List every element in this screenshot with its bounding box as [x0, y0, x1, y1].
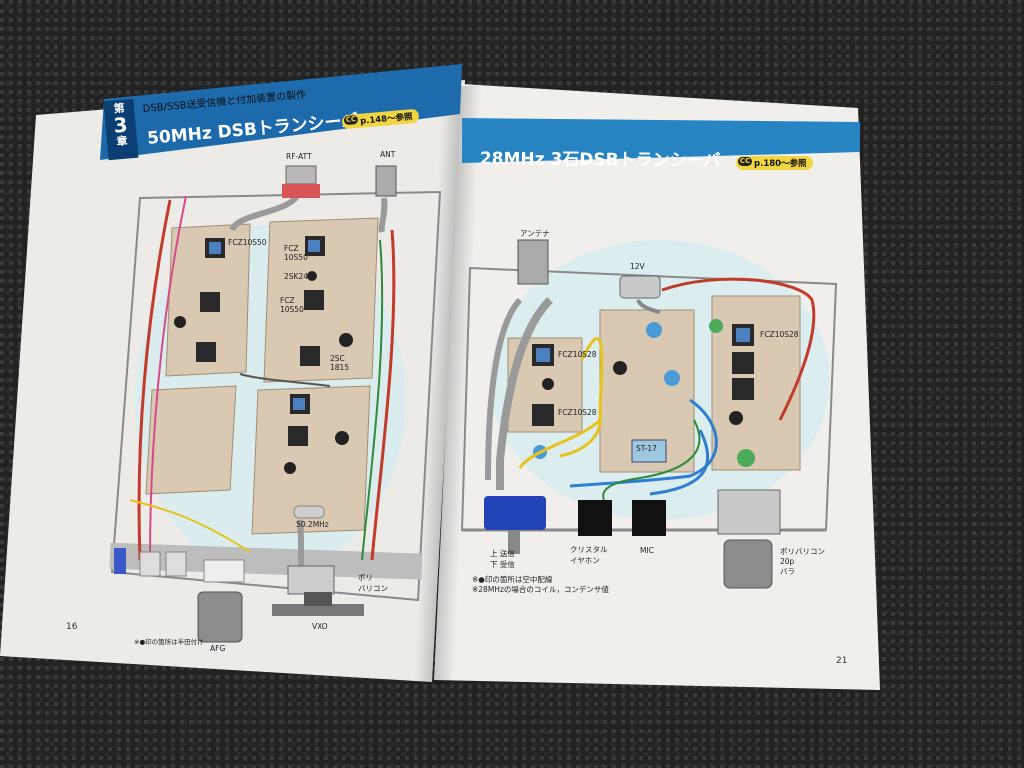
label-fcz28-c: FCZ10S28: [760, 330, 799, 339]
label-ant: ANT: [380, 150, 396, 159]
right-note-1: ※●印の箇所は空中配線: [472, 575, 553, 584]
label-st17: ST-17: [636, 444, 657, 453]
label-2sc1815: 2SC 1815: [330, 354, 350, 372]
right-note-2: ※28MHzの場合のコイル，コンデンサ値: [472, 585, 609, 594]
label-rf-att: RF-ATT: [286, 152, 312, 161]
right-board-right: [711, 295, 801, 471]
left-note: ※●印の箇所は半田付け: [134, 638, 204, 646]
label-vxo: VXO: [312, 622, 328, 631]
reference-icon: CC: [738, 157, 752, 166]
label-2sk241: 2SK241: [284, 272, 313, 281]
label-poribarikon: ポリ バリコン: [358, 573, 388, 593]
label-12v: 12V: [630, 262, 645, 271]
label-antenna: アンテナ: [520, 229, 550, 238]
label-fcz-1: FCZ10S50: [228, 238, 267, 247]
left-board-bottom-left: [145, 385, 237, 495]
right-page-number: 21: [836, 656, 848, 666]
label-fcz28-a: FCZ10S28: [558, 350, 597, 359]
label-tx-rx-switch: 上 送信 下 受信: [490, 549, 515, 569]
label-fcz28-b: FCZ10S28: [558, 408, 597, 417]
left-page-number: 16: [66, 622, 78, 632]
label-afg: AFG: [210, 644, 226, 653]
right-page-ref-text: p.180～参照: [754, 159, 807, 169]
label-mic: MIC: [640, 546, 654, 555]
label-osc-crystal: 50.2MHz: [296, 520, 329, 529]
left-board-bottom-right: [251, 385, 371, 535]
label-fcz-2: FCZ 10S50: [284, 244, 308, 262]
label-fcz-3: FCZ 10S50: [280, 296, 304, 314]
label-varicon: ポリバリコン 20p バラ: [780, 547, 825, 576]
label-crystal-earphone: クリスタル イヤホン: [570, 545, 608, 565]
